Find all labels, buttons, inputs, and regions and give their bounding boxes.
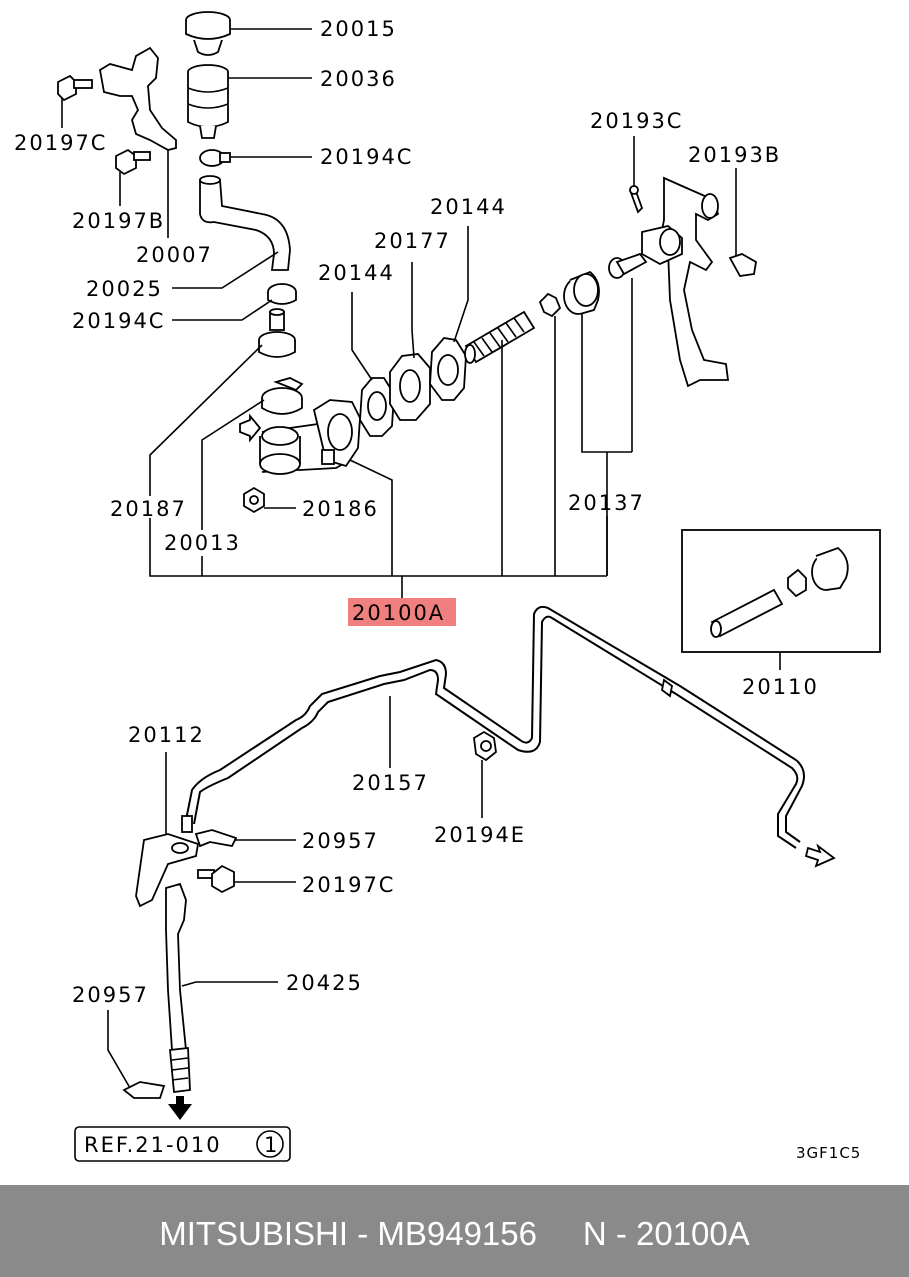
clutch-pedal-part [641, 176, 730, 388]
part-label-20036: 20036 [320, 67, 397, 91]
part-label-20194c: 20194C [320, 145, 413, 169]
diagram-code: 3GF1C5 [796, 1144, 861, 1162]
part-label-20197b: 20197B [72, 209, 165, 233]
part-label-20110: 20110 [742, 675, 819, 699]
part-label-20187: 20187 [110, 497, 187, 521]
footer-bar: MITSUBISHI - MB949156 N - 20100A [0, 1185, 909, 1277]
bolt-part [728, 253, 757, 277]
hose-clamp-part [199, 149, 231, 167]
gasket-part [429, 337, 467, 401]
seal-part [261, 377, 304, 415]
reference-circle-number: 1 [264, 1133, 277, 1157]
part-label-20425: 20425 [286, 971, 363, 995]
inlet-arrow-icon [239, 413, 262, 443]
snap-ring-part [538, 292, 562, 318]
part-label-20186: 20186 [302, 497, 379, 521]
part-label-20957: 20957 [302, 829, 379, 853]
hose-bracket-part [135, 815, 200, 908]
piston-assembly-part [464, 310, 536, 364]
clutch-tube-part [185, 605, 805, 849]
bolt-part [115, 148, 151, 176]
part-label-20144: 20144 [430, 195, 507, 219]
footer-part-number: MITSUBISHI - MB949156 N - 20100A [159, 1215, 750, 1252]
push-rod-part [608, 252, 648, 279]
part-label-20957: 20957 [72, 983, 149, 1007]
dust-boot-part [563, 270, 600, 315]
part-label-20100a: 20100A [352, 601, 445, 625]
reservoir-fitting-part [258, 308, 296, 358]
part-label-20193b: 20193B [688, 143, 781, 167]
reference-text: REF.21-010 [84, 1133, 222, 1157]
lock-plate-part [194, 829, 238, 848]
part-label-20137: 20137 [568, 491, 645, 515]
nut-part [243, 486, 265, 514]
repair-kit-part [710, 546, 849, 638]
cotter-pin-part [628, 184, 644, 214]
bracket-part [99, 46, 177, 151]
bolt-part [57, 74, 93, 102]
master-cylinder-body-part [259, 399, 361, 475]
parts-diagram: 20015 20036 20197C 20194C 20197B 20007 2… [14, 11, 881, 1162]
part-label-20013: 20013 [164, 531, 241, 555]
reservoir-hose-part [199, 175, 291, 271]
reservoir-part [187, 64, 229, 139]
tube-clip-part [473, 730, 497, 762]
highlight-box [348, 598, 456, 626]
spacer-plate-part [389, 353, 431, 421]
part-label-20197c: 20197C [14, 131, 107, 155]
part-label-20197c: 20197C [302, 873, 395, 897]
part-label-20194c: 20194C [72, 309, 165, 333]
clutch-hose-part [165, 882, 191, 1094]
part-label-20157: 20157 [352, 771, 429, 795]
gasket-part [359, 377, 395, 437]
part-label-20194e: 20194E [434, 823, 526, 847]
outlet-arrow-icon [804, 843, 836, 868]
part-label-20112: 20112 [128, 723, 205, 747]
reference-callout [74, 1126, 291, 1162]
bolt-part [197, 864, 235, 894]
part-label-20193c: 20193C [590, 109, 683, 133]
reservoir-cap-part [185, 11, 231, 56]
lock-plate-part [122, 1081, 166, 1099]
part-label-20177: 20177 [374, 229, 451, 253]
part-label-20144: 20144 [318, 261, 395, 285]
part-label-20025: 20025 [86, 277, 163, 301]
part-label-20007: 20007 [136, 243, 213, 267]
part-label-20015: 20015 [320, 17, 397, 41]
down-arrow-icon [168, 1096, 192, 1120]
hose-clamp-part [267, 283, 297, 305]
